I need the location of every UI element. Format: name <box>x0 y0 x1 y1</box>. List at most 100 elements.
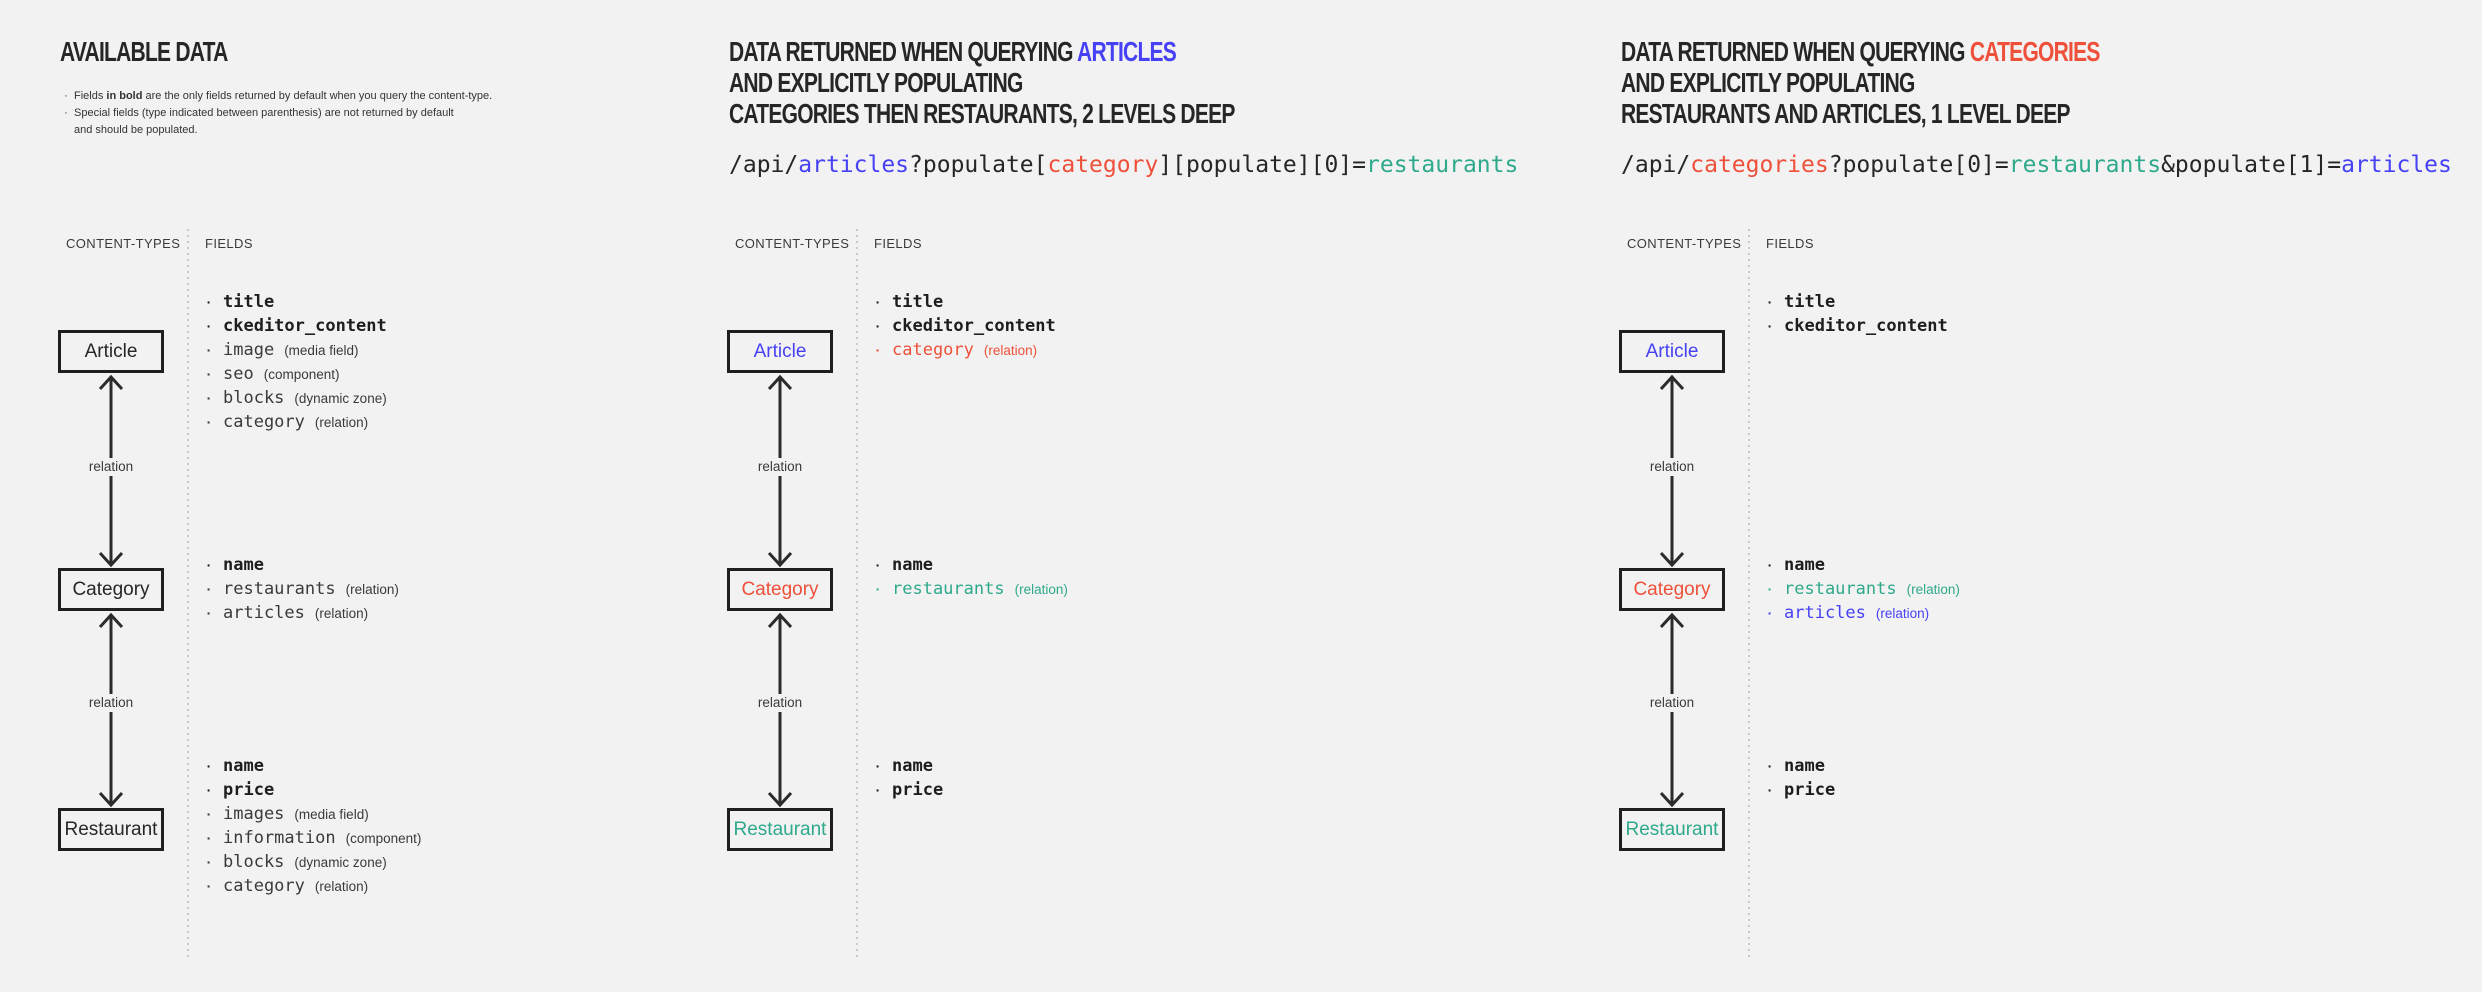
panel-available-data: AVAILABLE DATA · Fields in bold are the on… <box>58 0 898 992</box>
note-segment: in bold <box>106 90 143 102</box>
field-name: restaurants <box>1784 579 1897 599</box>
fields-column-label: FIELDS <box>1766 236 1814 251</box>
content-type-label: Restaurant <box>1625 819 1719 840</box>
field-name: name <box>892 756 933 776</box>
field-type: (relation) <box>983 343 1038 358</box>
bullet-icon: · <box>206 782 212 798</box>
code-segment: /api/ <box>1621 152 1691 178</box>
field-row: ·information(component) <box>204 826 422 850</box>
content-type-box-article: Article <box>727 330 833 373</box>
bullet-icon: · <box>875 581 881 597</box>
field-type: (relation) <box>1014 582 1068 597</box>
field-row: ·title <box>1765 290 1948 314</box>
note-segment: are the only fields returned by default … <box>142 90 493 102</box>
field-name: name <box>892 555 933 575</box>
field-name: name <box>223 756 264 776</box>
dotted-divider <box>856 229 858 960</box>
field-name: price <box>223 780 275 800</box>
field-type: (dynamic zone) <box>294 855 387 870</box>
title-segment: DATA RETURNED WHEN QUERYING <box>1621 36 1970 67</box>
field-row: ·price <box>1765 778 1836 802</box>
field-row: · price <box>204 778 421 802</box>
notes-list: · Fields in bold are the only fields retu… <box>62 88 602 139</box>
field-row: · blocks (dynamic zone) <box>204 850 421 874</box>
fields-column-label: FIELDS <box>205 236 253 251</box>
field-list-category: ·name·restaurants(relation) <box>873 553 1068 601</box>
content-types-column-label: CONTENT-TYPES <box>66 236 181 251</box>
bullet-icon: · <box>206 294 212 310</box>
bullet-icon: · <box>64 90 68 102</box>
field-row: ·ckeditor_content <box>873 314 1056 338</box>
panel-title: AVAILABLE DATA <box>60 36 228 67</box>
note-text: Special fields (type indicated between p… <box>74 105 454 139</box>
content-type-box-restaurant: Restaurant <box>1619 808 1725 851</box>
code-segment: &populate[1]= <box>2161 152 2342 178</box>
field-row: · ckeditor_content <box>1765 314 1948 338</box>
code-segment: articles <box>2341 152 2452 178</box>
field-name: ckeditor_content <box>223 316 387 336</box>
bullet-icon: · <box>1767 318 1773 334</box>
field-name: price <box>892 780 944 800</box>
code-segment: restaurants <box>2008 152 2162 178</box>
bullet-icon: · <box>206 318 212 334</box>
field-list-restaurant: · name · price·images(media field)·informat… <box>204 754 422 898</box>
field-row: ·restaurants(relation) <box>873 577 1068 601</box>
bullet-icon: · <box>875 758 881 774</box>
field-row: ·images(media field) <box>204 802 421 826</box>
content-type-label: Restaurant <box>733 819 827 840</box>
title-segment: ARTICLES <box>1077 36 1177 67</box>
field-type: (media field) <box>284 343 359 358</box>
content-type-label: Category <box>1633 579 1711 600</box>
content-type-box-category: Category <box>58 568 164 611</box>
bullet-icon: · <box>1767 294 1773 310</box>
field-name: restaurants <box>223 579 336 599</box>
bullet-icon: · <box>206 390 212 406</box>
field-name: ckeditor_content <box>1784 316 1948 336</box>
content-type-box-restaurant: Restaurant <box>58 808 164 851</box>
field-row: ·category(relation) <box>204 410 387 434</box>
field-name: images <box>223 804 285 824</box>
field-row: ·name <box>873 553 1068 577</box>
content-type-box-article: Article <box>1619 330 1725 373</box>
bullet-icon: · <box>875 294 881 310</box>
content-type-box-restaurant: Restaurant <box>727 808 833 851</box>
field-name: price <box>1784 780 1836 800</box>
code-segment: ][populate][0]= <box>1158 152 1367 178</box>
bullet-icon: · <box>1767 758 1773 774</box>
field-type: (relation) <box>314 879 369 894</box>
note-text: Fields in bold are the only fields retur… <box>74 88 492 105</box>
code-segment: restaurants <box>1366 152 1519 178</box>
content-type-label: Article <box>84 341 138 362</box>
note-line: Special fields (type indicated between p… <box>74 105 454 122</box>
bullet-icon: · <box>206 366 212 382</box>
field-row: ·articles(relation) <box>204 601 399 625</box>
field-row: · title <box>204 290 387 314</box>
field-name: articles <box>1784 603 1866 623</box>
bullet-icon: · <box>206 854 212 870</box>
field-name: category <box>223 412 305 432</box>
field-name: blocks <box>223 388 285 408</box>
note-line: Fields in bold are the only fields retur… <box>74 88 492 105</box>
title-line: DATA RETURNED WHEN QUERYING CATEGORIES <box>1621 36 2100 67</box>
note-segment: and should be populated. <box>74 124 198 136</box>
code-segment: ?populate[ <box>909 152 1048 178</box>
title-segment: DATA RETURNED WHEN QUERYING <box>729 36 1078 67</box>
field-name: articles <box>223 603 305 623</box>
content-type-label: Article <box>753 341 807 362</box>
bullet-icon: · <box>1767 581 1773 597</box>
field-name: information <box>223 828 336 848</box>
field-list-article: ·title·ckeditor_content·category(relatio… <box>873 290 1056 362</box>
dotted-divider <box>187 229 189 960</box>
content-type-box-article: Article <box>58 330 164 373</box>
field-name: blocks <box>223 852 285 872</box>
bullet-icon: · <box>875 342 881 358</box>
title-line: AND EXPLICITLY POPULATING <box>729 67 1235 98</box>
field-name: category <box>892 340 974 360</box>
dotted-divider <box>1748 229 1750 960</box>
field-name: title <box>223 292 275 312</box>
